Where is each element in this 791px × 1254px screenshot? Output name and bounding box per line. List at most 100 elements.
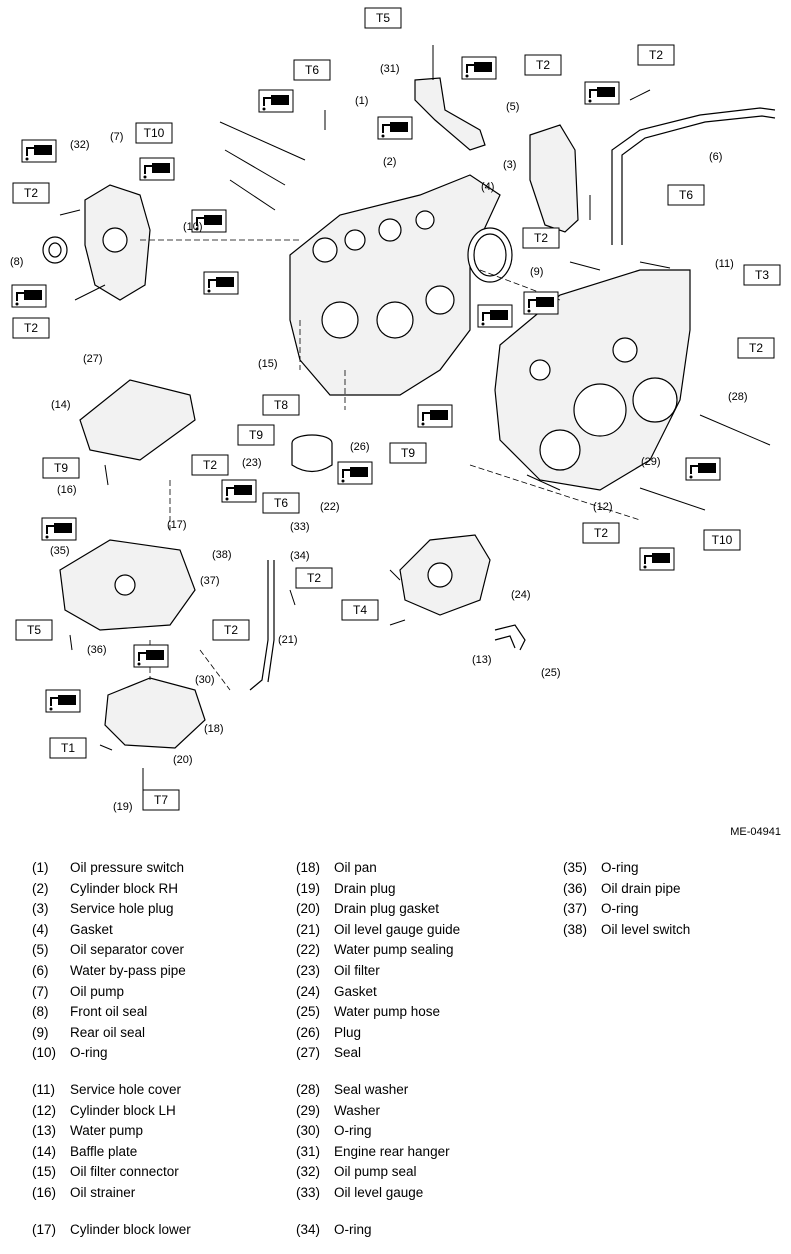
callout-number: (37) [200,575,220,587]
callout-number: (11) [715,258,734,270]
legend-item-name: Oil pump [70,983,125,999]
callout-number: (23) [242,457,262,469]
torque-label: T2 [737,337,775,359]
oil-application-icon [203,271,239,295]
callout-number: (14) [51,399,71,411]
svg-text:T5: T5 [27,623,41,637]
legend-item-name: Oil drain pipe [601,880,681,896]
legend-item-number: (1) [32,860,49,875]
legend-item-number: (29) [296,1102,321,1118]
torque-label: T3 [743,264,781,286]
svg-text:T6: T6 [305,63,319,77]
legend-item-number: (13) [32,1123,57,1139]
callout-number: (36) [87,644,107,656]
cylinder-block-rh [289,174,501,396]
engine-rear-hanger [414,77,486,151]
legend-item-number: (19) [296,880,321,896]
callout-number: (1) [355,95,368,107]
torque-label: T9 [237,424,275,446]
torque-label: T1 [49,737,87,759]
legend-item-name: Cylinder block LH [70,1102,176,1118]
callout-number: (8) [10,256,23,268]
legend-item-number: (26) [296,1024,321,1040]
cylinder-block-lower [59,539,196,631]
legend-item-number: (11) [32,1082,56,1097]
legend-item-number: (5) [32,942,49,958]
legend-item-number: (6) [32,963,49,978]
legend-item-name: Water pump sealing [334,942,454,958]
legend-item-name: O-ring [334,1123,372,1139]
legend-item-name: Service hole cover [70,1082,182,1097]
legend-item-name: Washer [334,1102,381,1118]
rear-oil-seal [467,227,513,283]
svg-text:T2: T2 [203,458,217,472]
legend-item-number: (31) [296,1143,321,1159]
torque-label: T2 [191,454,229,476]
legend-item-number: (16) [32,1185,57,1200]
legend-item-name: Baffle plate [70,1143,138,1159]
svg-text:T2: T2 [594,526,608,540]
svg-text:T2: T2 [534,231,548,245]
callout-number: (19) [113,801,133,813]
callout-number: (10) [183,221,203,233]
oil-application-icon [133,644,169,668]
oil-application-icon [41,517,77,541]
callout-number: (21) [278,634,298,646]
legend-item-name: Front oil seal [70,1004,148,1020]
oil-application-icon [21,139,57,163]
torque-label: T6 [667,184,705,206]
callout-number: (35) [50,545,70,557]
callout-number: (18) [204,723,224,735]
callout-number: (26) [350,441,370,453]
oil-filter [291,434,333,473]
baffle-plate [79,379,196,461]
legend-item-number: (21) [296,921,321,937]
svg-text:T7: T7 [154,793,168,807]
torque-label: T5 [364,7,402,29]
legend-item-name: Water pump [70,1123,144,1139]
callout-number: (6) [709,151,722,163]
legend-item-name: Engine rear hanger [334,1143,450,1159]
callout-number: (16) [57,484,77,496]
legend-item-number: (10) [32,1045,57,1061]
legend-item-name: Service hole plug [70,901,174,917]
legend-item-number: (37) [563,901,588,917]
legend-item-name: Rear oil seal [70,1024,146,1040]
torque-label: T6 [293,59,331,81]
callout-number: (2) [383,156,396,168]
legend-item-number: (2) [32,880,49,896]
legend-item-name: Oil pump seal [334,1164,417,1180]
oil-application-icon [139,157,175,181]
legend-item-name: Oil filter connector [70,1164,179,1180]
legend-item-name: Drain plug gasket [334,901,440,917]
oil-application-icon [461,56,497,80]
oil-separator-cover [529,124,579,233]
svg-text:T3: T3 [755,268,769,282]
torque-label: T10 [703,529,741,551]
legend-item-number: (27) [296,1045,321,1061]
legend-item-name: Plug [334,1024,362,1040]
legend-item-number: (36) [563,880,588,896]
legend-item-name: Oil filter [334,963,380,978]
torque-label: T9 [42,457,80,479]
torque-label: T2 [295,567,333,589]
legend-item-name: Oil strainer [70,1185,136,1200]
legend-item-name: Oil pan [334,860,377,875]
legend-item-name: O-ring [601,860,639,875]
svg-text:T9: T9 [401,446,415,460]
legend-item-number: (18) [296,860,321,875]
svg-text:T6: T6 [274,496,288,510]
callout-number: (3) [503,159,516,171]
legend-item-name: Water by-pass pipe [70,963,186,978]
oil-pan [104,677,206,749]
legend-item-name: Oil level gauge guide [334,921,461,937]
svg-text:T8: T8 [274,398,288,412]
legend-item-number: (30) [296,1123,321,1139]
legend-item-number: (3) [32,901,49,917]
diagram-code: ME-04941 [730,826,781,838]
torque-label: T4 [341,599,379,621]
torque-label: T2 [522,227,560,249]
torque-label: T2 [12,317,50,339]
